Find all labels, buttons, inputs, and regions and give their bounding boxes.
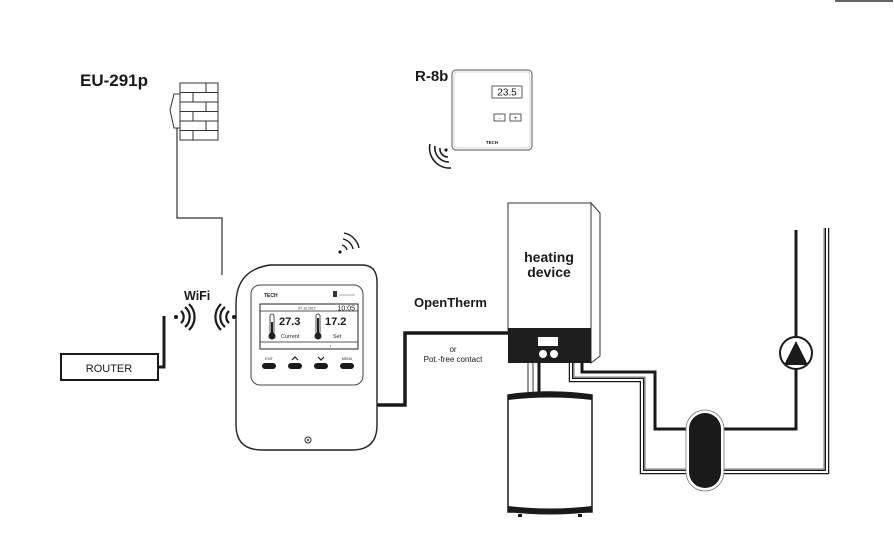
up-button[interactable] — [288, 363, 302, 369]
controller-buttons: EXIT MENU — [262, 356, 354, 369]
main-controller: TECH 07.12.2017 10:05 27.3 Current — [235, 264, 378, 451]
current-temp-label: Current — [281, 334, 300, 340]
controller-screw-icon — [304, 436, 312, 444]
opentherm-cable — [377, 331, 510, 407]
return-pipe-line — [573, 228, 825, 470]
up-arrow-icon — [291, 356, 299, 361]
top-right-bar — [835, 0, 893, 2]
screen-date: 07.12.2017 — [298, 307, 316, 311]
regulator-plus-button[interactable] — [509, 113, 522, 122]
water-tank — [507, 391, 593, 517]
exit-button-label: EXIT — [265, 357, 274, 361]
sensor-cable — [176, 128, 223, 275]
controller-logo-icon — [333, 291, 355, 297]
router-wifi-signal-icon — [174, 303, 196, 331]
heating-device-knob[interactable] — [539, 350, 547, 358]
set-temp-value: 17.2 — [325, 316, 346, 328]
regulator-minus-button[interactable] — [493, 113, 506, 122]
regulator-display — [491, 85, 523, 99]
exit-button[interactable] — [262, 363, 276, 369]
router-antenna — [158, 316, 166, 369]
svg-text:-: - — [499, 116, 501, 122]
controller-brand: TECH — [264, 293, 278, 299]
sensor-housing — [169, 93, 180, 129]
current-temp-value: 27.3 — [279, 316, 300, 328]
pump-icon — [779, 336, 813, 370]
screen-footer: I — [330, 344, 331, 349]
heating-device-label-1: heating — [524, 249, 574, 265]
heating-device: heating device — [507, 201, 601, 365]
svg-text:+: + — [514, 116, 518, 122]
menu-button-label: MENU — [342, 357, 353, 361]
hydraulic-separator — [685, 409, 725, 492]
opentherm-label: OpenTherm — [414, 295, 487, 310]
router: ROUTER — [60, 316, 166, 381]
heating-device-display — [538, 337, 558, 346]
down-arrow-icon — [317, 356, 325, 361]
regulator-display-value: 23.5 — [497, 88, 517, 99]
wifi-label: WiFi — [184, 289, 210, 303]
brick-wall-icon — [179, 82, 219, 141]
thermometer-icon — [268, 313, 276, 340]
tank-pipes — [527, 363, 541, 392]
controller-screen: 07.12.2017 10:05 27.3 Current 17.2 Set I — [259, 303, 359, 350]
controller-wireless-signal-icon — [338, 232, 360, 254]
heating-device-label-2: device — [527, 264, 571, 280]
supply-pipe — [580, 230, 798, 431]
alt-label-or: or — [449, 345, 456, 354]
regulator-label: R-8b — [415, 68, 448, 85]
menu-button[interactable] — [340, 363, 354, 369]
regulator-wireless-signal-icon — [428, 143, 452, 169]
down-button[interactable] — [314, 363, 328, 369]
eu-291p-sensor: EU-291p — [80, 71, 219, 141]
heating-device-knob[interactable] — [550, 350, 558, 358]
return-pipe-inner — [570, 228, 828, 473]
controller-wifi-signal-icon — [214, 303, 236, 331]
regulator-brand: TECH — [486, 140, 498, 145]
alt-label-contact: Pot.-free contact — [424, 355, 483, 364]
thermometer-icon — [314, 313, 322, 340]
set-temp-label: Set — [333, 334, 342, 340]
r-8b-room-regulator: R-8b 23.5 - + TECH — [415, 68, 533, 151]
sensor-label: EU-291p — [80, 71, 148, 90]
router-label: ROUTER — [86, 363, 133, 375]
screen-time: 10:05 — [337, 305, 355, 312]
